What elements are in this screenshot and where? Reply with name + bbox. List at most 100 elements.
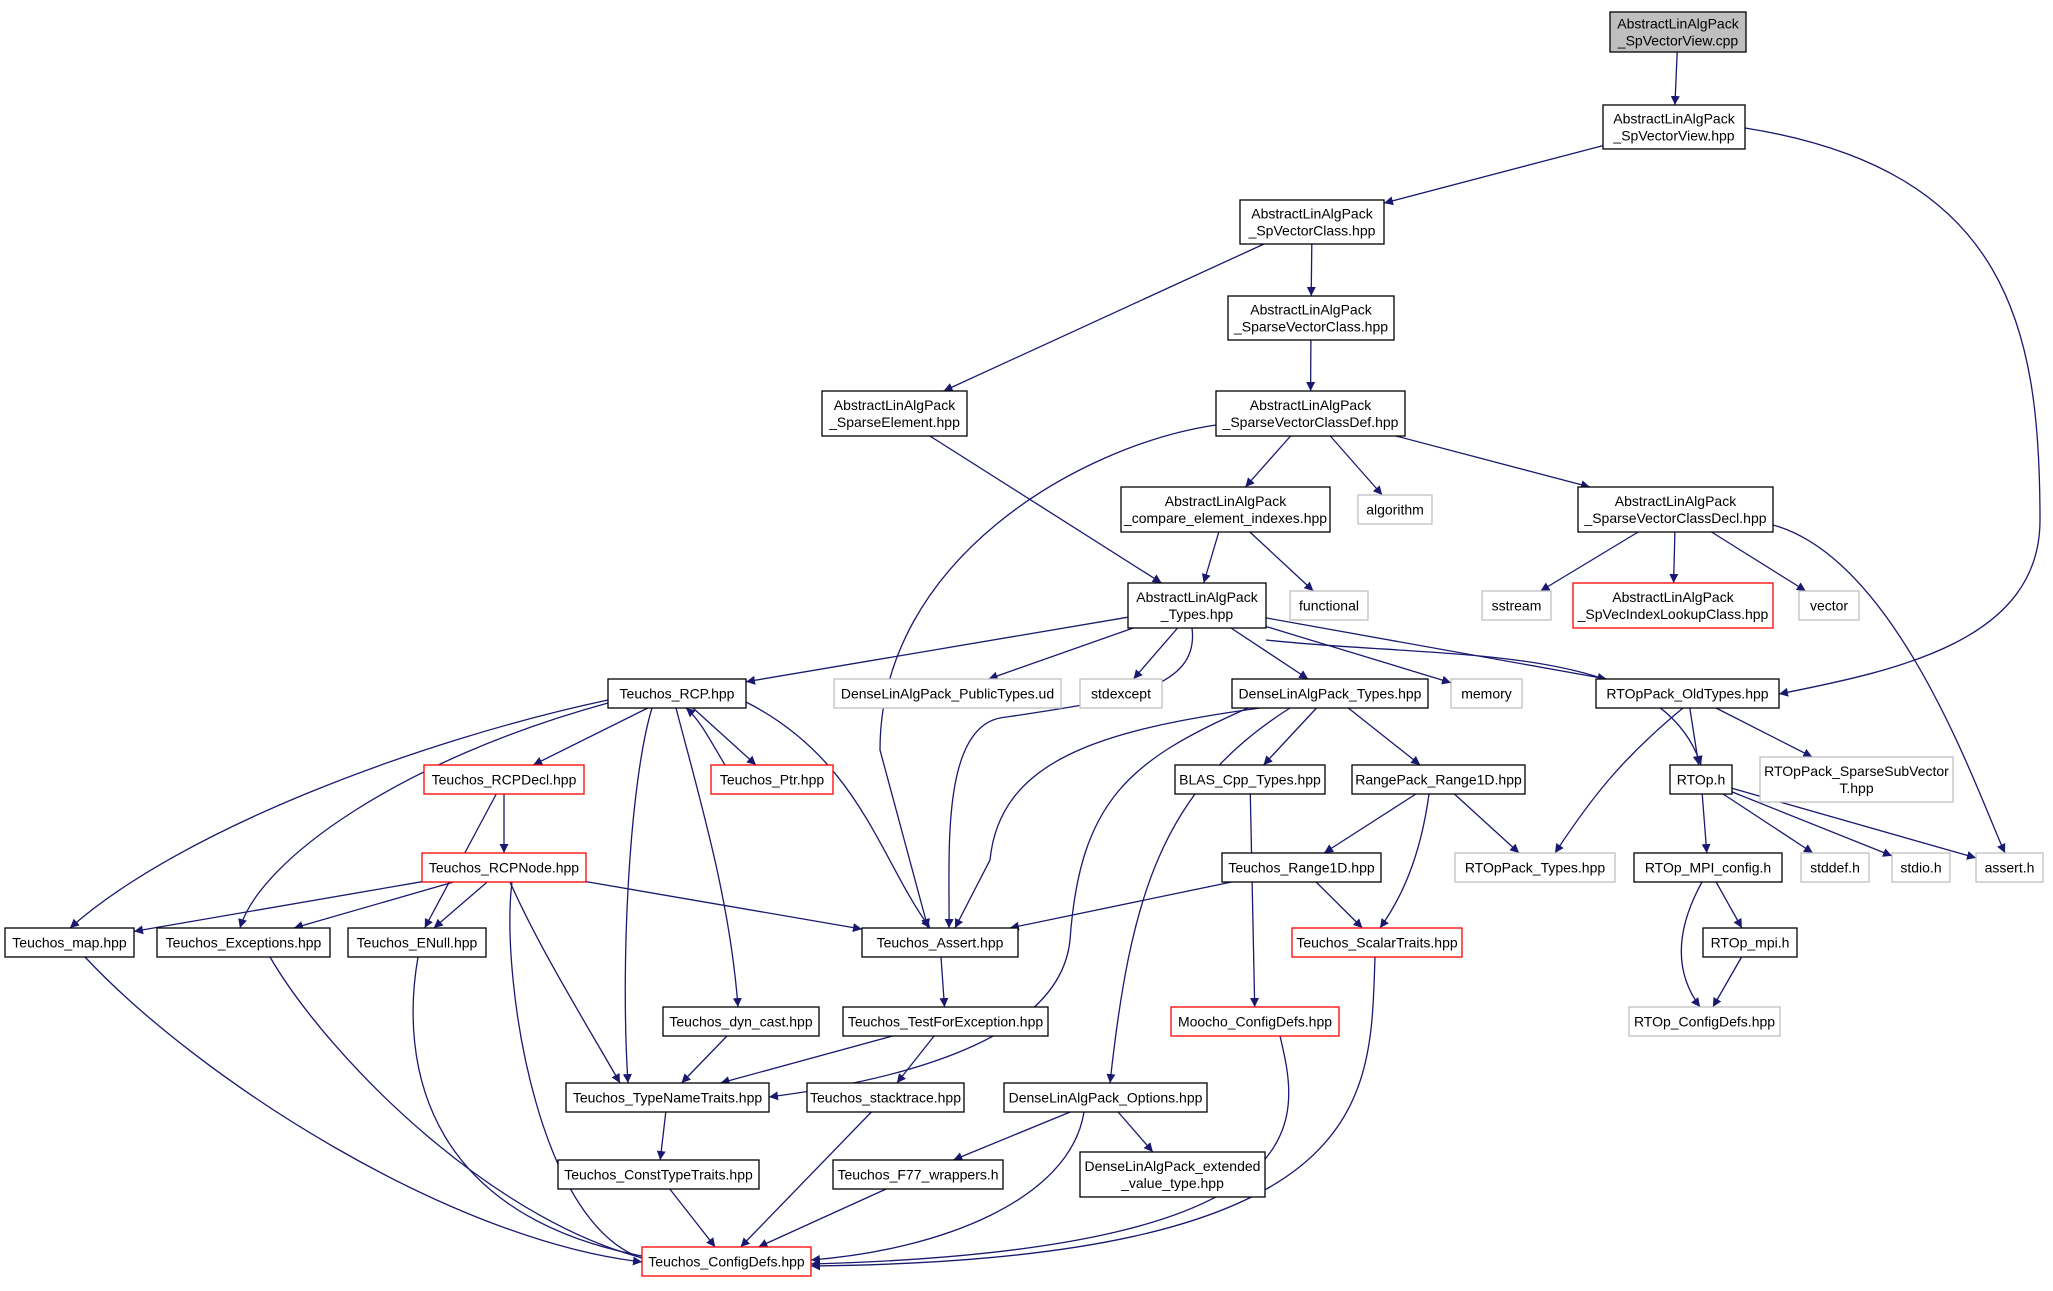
- edge-rcp-to-ptr: [692, 707, 757, 766]
- node-map[interactable]: Teuchos_map.hpp: [4, 927, 135, 958]
- node-label-line: stdexcept: [1091, 686, 1151, 702]
- node-label-line: BLAS_Cpp_Types.hpp: [1179, 772, 1321, 788]
- edge-types-to-densepub: [988, 627, 1134, 681]
- edge-compare-to-types: [1201, 531, 1220, 584]
- node-asserth[interactable]: assert.h: [1975, 852, 2044, 883]
- node-label-line: Teuchos_Exceptions.hpp: [166, 935, 322, 951]
- node-root[interactable]: AbstractLinAlgPack_SpVectorView.cpp: [1609, 11, 1747, 53]
- node-box: [1800, 852, 1870, 883]
- edge-rtopold-to-rtopsparse: [1715, 707, 1813, 758]
- node-spclass[interactable]: AbstractLinAlgPack_SpVectorClass.hpp: [1239, 199, 1385, 245]
- node-box: [1227, 295, 1395, 341]
- node-densetypes[interactable]: DenseLinAlgPack_Types.hpp: [1231, 678, 1429, 709]
- node-moocho[interactable]: Moocho_ConfigDefs.hpp: [1170, 1006, 1340, 1037]
- edge-rcp-to-typename: [622, 707, 653, 1084]
- node-label-line: _Types.hpp: [1160, 606, 1234, 622]
- node-types[interactable]: AbstractLinAlgPack_Types.hpp: [1127, 582, 1267, 629]
- node-label-line: AbstractLinAlgPack: [1612, 589, 1734, 605]
- node-densepub[interactable]: DenseLinAlgPack_PublicTypes.ud: [833, 678, 1062, 709]
- edge-rcp-to-assert: [745, 701, 931, 929]
- node-scalar[interactable]: Teuchos_ScalarTraits.hpp: [1291, 927, 1463, 958]
- node-label-line: Teuchos_TestForException.hpp: [848, 1014, 1044, 1030]
- node-rtopconfig[interactable]: RTOp_ConfigDefs.hpp: [1628, 1006, 1781, 1037]
- node-sstream[interactable]: sstream: [1481, 590, 1552, 621]
- node-sparseclass[interactable]: AbstractLinAlgPack_SparseVectorClass.hpp: [1227, 295, 1395, 341]
- node-memory[interactable]: memory: [1450, 678, 1523, 709]
- node-denseext[interactable]: DenseLinAlgPack_extended_value_type.hpp: [1079, 1151, 1266, 1198]
- edge-rcp-to-map: [69, 699, 609, 929]
- node-label-line: AbstractLinAlgPack: [1617, 16, 1739, 32]
- node-box: [1120, 486, 1331, 533]
- node-spvecidx[interactable]: AbstractLinAlgPack_SpVecIndexLookupClass…: [1572, 582, 1774, 629]
- node-label-line: AbstractLinAlgPack: [1250, 397, 1372, 413]
- edge-rtoph-to-stddef: [1722, 793, 1814, 854]
- node-box: [842, 1006, 1049, 1037]
- node-vector[interactable]: vector: [1798, 590, 1860, 621]
- node-stdio[interactable]: stdio.h: [1891, 852, 1951, 883]
- node-box: [1079, 1151, 1266, 1198]
- edge-rcpnode-to-configdefs: [509, 881, 661, 1266]
- node-functional[interactable]: functional: [1289, 590, 1369, 621]
- node-stdexcept[interactable]: stdexcept: [1079, 678, 1163, 709]
- node-assert[interactable]: Teuchos_Assert.hpp: [861, 927, 1019, 958]
- node-spview[interactable]: AbstractLinAlgPack_SpVectorView.hpp: [1602, 104, 1746, 150]
- edge-spclass-to-sparseelem: [943, 243, 1265, 392]
- node-trange1d[interactable]: Teuchos_Range1D.hpp: [1221, 852, 1382, 883]
- node-label-line: _SpVectorView.hpp: [1612, 128, 1734, 144]
- nodes-layer: AbstractLinAlgPack_SpVectorView.cppAbstr…: [4, 11, 2044, 1277]
- edge-trange1d-to-scalar: [1315, 881, 1363, 929]
- edge-mpiconfig-to-rtopmpi: [1715, 881, 1743, 929]
- node-sparsedef[interactable]: AbstractLinAlgPack_SparseVectorClassDef.…: [1215, 390, 1406, 437]
- node-exceptions[interactable]: Teuchos_Exceptions.hpp: [156, 927, 331, 958]
- node-range1dpack[interactable]: RangePack_Range1D.hpp: [1351, 764, 1526, 795]
- node-label-line: Moocho_ConfigDefs.hpp: [1178, 1014, 1332, 1030]
- node-denseopt[interactable]: DenseLinAlgPack_Options.hpp: [1003, 1082, 1208, 1113]
- node-box: [1357, 494, 1433, 525]
- node-stddef[interactable]: stddef.h: [1800, 852, 1870, 883]
- node-typename[interactable]: Teuchos_TypeNameTraits.hpp: [565, 1082, 770, 1113]
- node-enull[interactable]: Teuchos_ENull.hpp: [347, 927, 487, 958]
- node-label-line: Teuchos_ScalarTraits.hpp: [1296, 935, 1458, 951]
- node-label-line: Teuchos_RCP.hpp: [620, 686, 735, 702]
- node-consttype[interactable]: Teuchos_ConstTypeTraits.hpp: [557, 1159, 760, 1190]
- node-rcpnode[interactable]: Teuchos_RCPNode.hpp: [421, 852, 587, 883]
- node-testfor[interactable]: Teuchos_TestForException.hpp: [842, 1006, 1049, 1037]
- edge-densetypes-to-range1dpack: [1347, 707, 1421, 766]
- node-configdefs[interactable]: Teuchos_ConfigDefs.hpp: [641, 1246, 812, 1277]
- node-label-line: Teuchos_stacktrace.hpp: [810, 1090, 961, 1106]
- node-dyncast[interactable]: Teuchos_dyn_cast.hpp: [662, 1006, 820, 1037]
- node-ptr[interactable]: Teuchos_Ptr.hpp: [710, 764, 834, 795]
- node-mpiconfig[interactable]: RTOp_MPI_config.h: [1633, 852, 1783, 883]
- node-box: [1170, 1006, 1340, 1037]
- node-label-line: RTOp.h: [1677, 772, 1726, 788]
- node-algorithm[interactable]: algorithm: [1357, 494, 1433, 525]
- node-rtoppacktypes[interactable]: RTOpPack_Types.hpp: [1454, 852, 1616, 883]
- node-rtopmpi[interactable]: RTOp_mpi.h: [1702, 927, 1798, 958]
- node-label-line: DenseLinAlgPack_Options.hpp: [1009, 1090, 1203, 1106]
- node-box: [1215, 390, 1406, 437]
- node-rtoph[interactable]: RTOp.h: [1669, 764, 1733, 795]
- node-rcp[interactable]: Teuchos_RCP.hpp: [607, 678, 747, 709]
- node-stacktrace[interactable]: Teuchos_stacktrace.hpp: [806, 1082, 965, 1113]
- edge-sparsedecl-to-sstream: [1540, 531, 1639, 592]
- node-label-line: Teuchos_F77_wrappers.h: [837, 1167, 998, 1183]
- node-label-line: Teuchos_Range1D.hpp: [1228, 860, 1375, 876]
- node-label-line: DenseLinAlgPack_PublicTypes.ud: [841, 686, 1054, 702]
- node-label-line: _compare_element_indexes.hpp: [1123, 510, 1327, 526]
- node-compare[interactable]: AbstractLinAlgPack_compare_element_index…: [1120, 486, 1331, 533]
- node-sparsedecl[interactable]: AbstractLinAlgPack_SparseVectorClassDecl…: [1577, 486, 1774, 533]
- node-box: [1628, 1006, 1781, 1037]
- node-rtopold[interactable]: RTOpPack_OldTypes.hpp: [1595, 678, 1780, 709]
- node-box: [1481, 590, 1552, 621]
- node-label-line: Teuchos_ENull.hpp: [357, 935, 478, 951]
- node-sparseelem[interactable]: AbstractLinAlgPack_SparseElement.hpp: [821, 390, 968, 437]
- node-rcpdecl[interactable]: Teuchos_RCPDecl.hpp: [423, 764, 585, 795]
- edge-map-to-configdefs: [84, 956, 643, 1266]
- node-blas[interactable]: BLAS_Cpp_Types.hpp: [1174, 764, 1326, 795]
- node-label-line: sstream: [1492, 598, 1542, 614]
- node-box: [557, 1159, 760, 1190]
- node-f77[interactable]: Teuchos_F77_wrappers.h: [832, 1159, 1004, 1190]
- edges-layer: [69, 51, 2041, 1271]
- edge-rtopold-to-rtoph: [1689, 707, 1702, 766]
